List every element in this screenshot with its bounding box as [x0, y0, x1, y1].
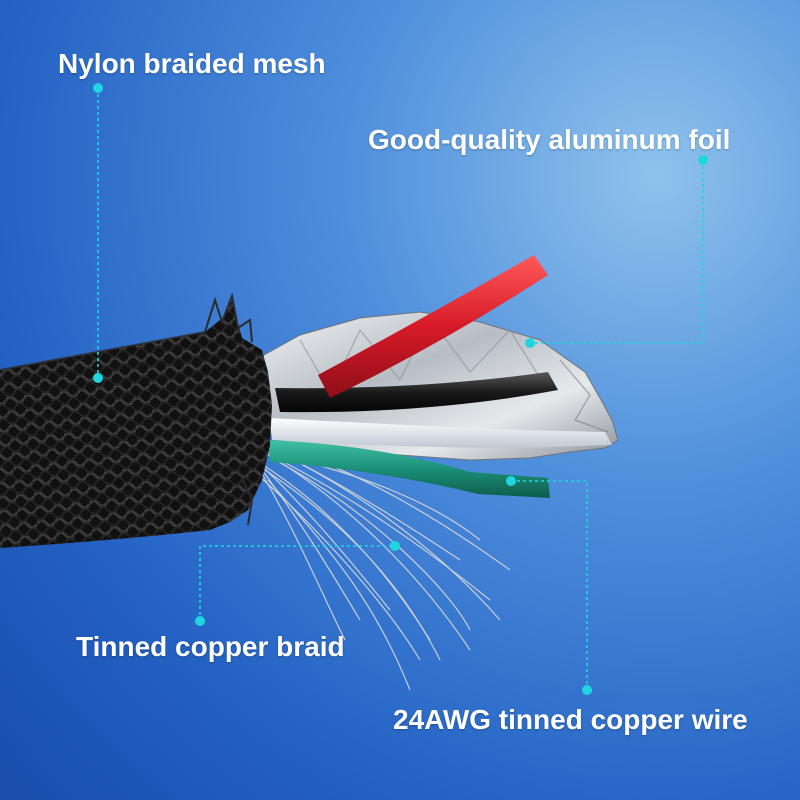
callout-line-braid — [199, 545, 395, 621]
nylon-braided-jacket — [0, 292, 272, 548]
red-wire — [318, 255, 548, 398]
callout-dot — [698, 155, 708, 165]
callout-dot — [93, 83, 103, 93]
callout-dot — [195, 616, 205, 626]
black-wire — [275, 372, 558, 413]
callout-lines — [97, 88, 704, 690]
label-aluminum-foil: Good-quality aluminum foil — [368, 124, 731, 155]
callout-dot — [390, 541, 400, 551]
label-tinned-copper-braid: Tinned copper braid — [76, 631, 345, 662]
callout-dot — [506, 476, 516, 486]
callout-dot — [93, 373, 103, 383]
callout-line-foil — [530, 160, 704, 344]
callout-dot — [582, 685, 592, 695]
label-tinned-copper-wire: 24AWG tinned copper wire — [393, 704, 748, 735]
callout-dot — [525, 338, 535, 348]
callout-line-wire — [511, 480, 588, 690]
green-wire — [268, 440, 550, 498]
insulated-wires — [268, 255, 612, 498]
white-wire — [270, 418, 612, 448]
label-nylon-braided-mesh: Nylon braided mesh — [58, 48, 326, 79]
callout-dots — [93, 83, 708, 695]
